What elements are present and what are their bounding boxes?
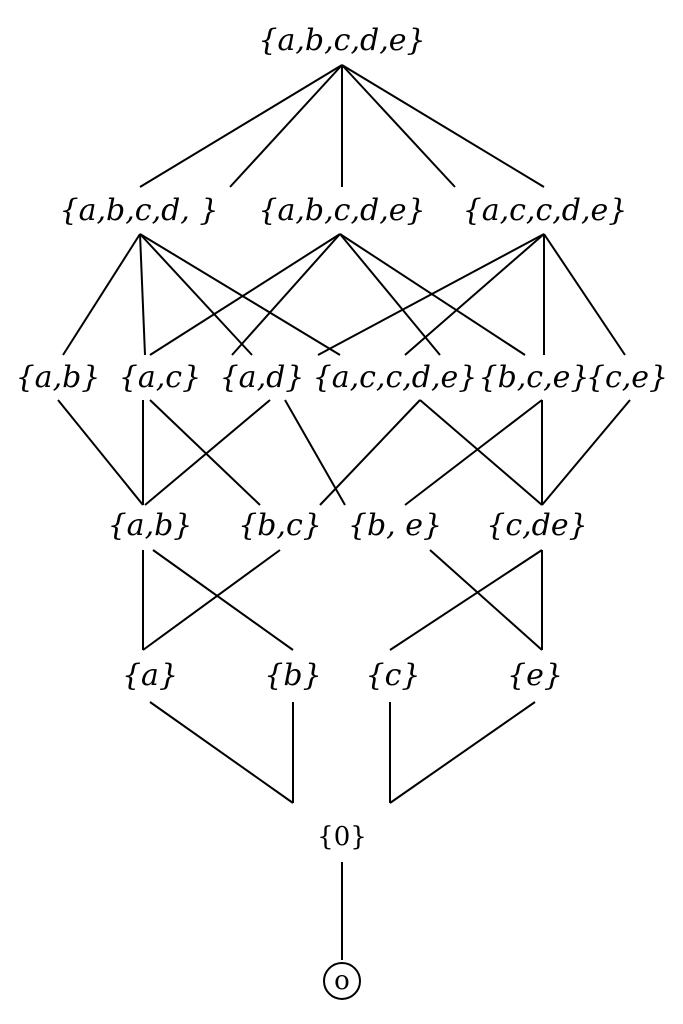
- edge: [319, 399, 421, 506]
- edge: [152, 549, 294, 651]
- node-level4-2: {b,c}: [238, 508, 322, 543]
- edge: [139, 233, 253, 356]
- edge: [149, 701, 294, 804]
- edge: [149, 399, 261, 506]
- node-level5-1: {a}: [122, 658, 178, 693]
- node-level3-5: {b,c,e}: [478, 360, 589, 395]
- node-level5-4: {e}: [507, 658, 563, 693]
- edge: [429, 549, 543, 651]
- edge: [317, 233, 545, 356]
- edge: [419, 399, 543, 506]
- node-bottom: o: [334, 966, 350, 996]
- edge: [144, 399, 271, 506]
- edge: [541, 399, 631, 506]
- edge: [139, 233, 146, 356]
- edge: [404, 399, 543, 506]
- edge: [139, 64, 343, 188]
- edge: [149, 233, 341, 356]
- node-level3-1: {a,b}: [16, 360, 101, 395]
- node-level4-3: {b, e}: [348, 508, 442, 543]
- node-level5-3: {c}: [366, 658, 421, 693]
- edge: [62, 233, 141, 356]
- edge: [404, 233, 545, 356]
- node-level2-2: {a,b,c,d,e}: [258, 193, 425, 228]
- edge: [57, 399, 144, 506]
- edge: [389, 549, 543, 651]
- nodes: {a,b,c,d,e} {a,b,c,d, } {a,b,c,d,e} {a,c…: [16, 23, 668, 1000]
- node-level2-3: {a,c,c,d,e}: [463, 193, 628, 228]
- edge: [142, 549, 281, 651]
- node-level4-1: {a,b}: [108, 508, 193, 543]
- node-level2-1: {a,b,c,d, }: [60, 193, 219, 228]
- bottom-node-circle: [323, 962, 361, 1000]
- edge: [389, 701, 536, 804]
- edge: [339, 233, 441, 356]
- node-level4-4: {c,de}: [486, 508, 587, 543]
- edge: [231, 233, 341, 356]
- edge: [229, 64, 343, 188]
- edge: [341, 64, 456, 188]
- edge: [284, 399, 346, 506]
- node-level3-3: {a,d}: [220, 360, 305, 395]
- node-level5-2: {b}: [264, 658, 321, 693]
- edges: [57, 64, 631, 960]
- edge: [341, 64, 545, 188]
- edge: [543, 233, 626, 356]
- node-zero: {0}: [317, 822, 367, 852]
- node-level3-4: {a,c,c,d,e}: [313, 360, 478, 395]
- edge: [139, 233, 341, 356]
- node-top: {a,b,c,d,e}: [258, 23, 425, 58]
- node-level3-2: {a,c}: [119, 360, 201, 395]
- node-level3-6: {c,e}: [586, 360, 668, 395]
